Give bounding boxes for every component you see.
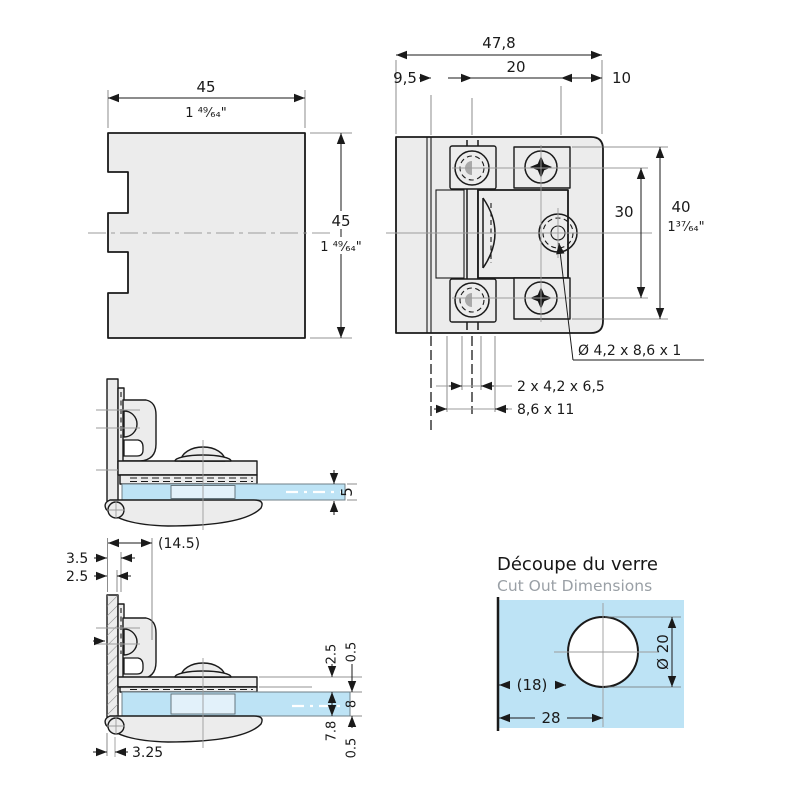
- glass-panel-section: [121, 691, 351, 717]
- dim-plate-width-in: 1 ⁴⁹⁄₆₄": [185, 106, 226, 121]
- cutout-title: Découpe du verre: [497, 554, 658, 575]
- dim-backplate-width: 9,5: [393, 69, 417, 87]
- dim-edge-offset: 10: [612, 69, 631, 87]
- clamp-arm-section: [117, 676, 258, 688]
- plate-body: [107, 132, 306, 339]
- dim-glass-space: 8: [345, 700, 360, 708]
- cutout-view: Découpe du verre Cut Out Dimensions Ø 20…: [496, 554, 684, 731]
- lower-jaw: [104, 499, 263, 527]
- dim-total-width: 47,8: [482, 34, 515, 52]
- dim-glass-thickness: 5: [338, 487, 356, 497]
- clamp-arm: [117, 460, 258, 476]
- dim-edge-distance: (18): [517, 676, 548, 694]
- dim-height-in: 1³⁷⁄₆₄": [667, 220, 704, 235]
- wall-plate: [106, 378, 119, 507]
- hinge-barrel-section: [123, 628, 138, 656]
- dim-center-distance: 28: [541, 709, 560, 727]
- dim-bottom-clearance: 0.5: [345, 738, 360, 759]
- hinge-barrel: [123, 410, 138, 438]
- callout-knuckle-slot: 2 x 4,2 x 6,5: [517, 379, 605, 395]
- dim-backset: (14.5): [158, 536, 200, 552]
- plate-view: 45 1 ⁴⁹⁄₆₄" 45 1 ⁴⁹⁄₆₄": [88, 78, 365, 339]
- dim-hole-diameter: Ø 20: [654, 634, 672, 670]
- lower-jaw-section: [104, 715, 263, 743]
- detail-view: (14.5) 3.5 2.5 2.5 7.8 0.5 8 0.5 3.25: [66, 536, 362, 761]
- dim-plate-inset: 2.5: [66, 569, 88, 585]
- dim-pivot-offset: 3.25: [132, 745, 163, 761]
- dim-height-mm: 40: [671, 198, 690, 216]
- dim-plate-width-mm: 45: [196, 78, 215, 96]
- dim-top-clearance: 0.5: [345, 642, 360, 663]
- cutout-subtitle: Cut Out Dimensions: [497, 577, 652, 595]
- side-view: 5: [96, 378, 357, 530]
- callout-slot: 8,6 x 11: [517, 402, 574, 418]
- dim-plate-height-in: 1 ⁴⁹⁄₆₄": [320, 240, 361, 255]
- dim-plate-thickness: 3.5: [66, 551, 88, 567]
- dim-screw-pitch: 30: [614, 203, 633, 221]
- dim-bottom-depth: 7.8: [325, 721, 340, 742]
- hinge-knuckle-bottom: [454, 282, 490, 318]
- dim-plate-height-mm: 45: [331, 212, 350, 230]
- dim-hole-pitch: 20: [506, 58, 525, 76]
- screw-slot-bottom: [513, 277, 571, 320]
- front-view: 47,8 9,5 20 10 30 40 1³⁷⁄₆₄" Ø 4,2 x 8,6…: [386, 34, 705, 430]
- callout-center-hole: Ø 4,2 x 8,6 x 1: [578, 343, 681, 359]
- dim-top-gap: 2.5: [325, 644, 340, 665]
